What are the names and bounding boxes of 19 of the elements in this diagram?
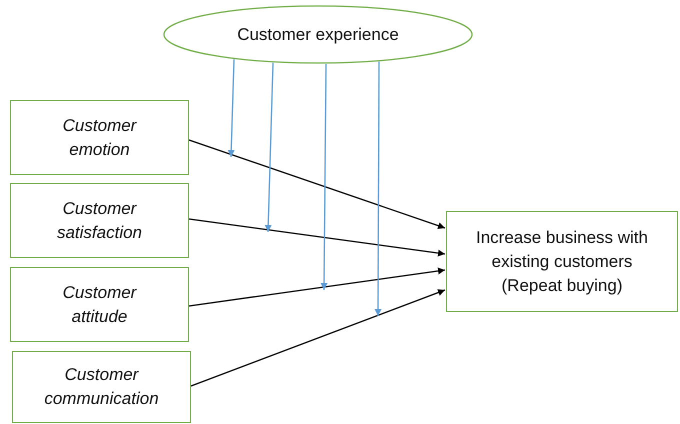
process-box (446, 211, 678, 312)
node-label: Customer emotion (62, 114, 138, 160)
process-box (12, 351, 191, 423)
arrow (188, 218, 446, 257)
node-label: Customer experience (237, 24, 399, 46)
node-label: Increase business with existing customers (Repeat buying) (475, 226, 649, 296)
arrow (188, 268, 446, 307)
node-label: Customer communication (43, 364, 160, 410)
process-box (10, 267, 189, 342)
arrow (374, 62, 382, 316)
arrow (190, 289, 446, 387)
process-box (10, 100, 189, 175)
node-label: Customer attitude (62, 282, 138, 328)
node-label: Customer satisfaction (56, 198, 144, 244)
arrow (188, 139, 446, 230)
arrow (264, 62, 274, 232)
arrow (320, 64, 328, 290)
process-box (10, 183, 189, 258)
arrow (228, 59, 235, 158)
